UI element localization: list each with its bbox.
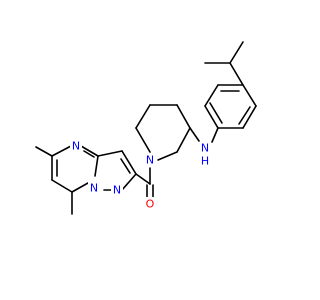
bond-c2p-c3p bbox=[135, 104, 151, 129]
bond-ar5-ar6-inner bbox=[238, 106, 251, 125]
bond-n4-c3a bbox=[80, 145, 99, 157]
bond-c6p-npip bbox=[157, 151, 178, 161]
bond-n4-c3a-inner bbox=[83, 150, 95, 158]
atom-n-bridgehead: N bbox=[90, 182, 98, 195]
atom-label-layer: N N N N O N H bbox=[70, 140, 211, 211]
atom-h-amine: H bbox=[201, 155, 209, 168]
atom-n-pyrimidine: N bbox=[72, 140, 80, 153]
bond-ar4-ar5 bbox=[242, 84, 257, 107]
bond-c3-c2-inner bbox=[120, 158, 131, 174]
bond-c2-n1 bbox=[121, 173, 137, 191]
bond-c2-carbonyl bbox=[135, 173, 151, 185]
atom-n-pyrazole: N bbox=[113, 184, 121, 197]
bond-namine-aryl bbox=[211, 127, 219, 143]
bond-ar1-ar2-inner bbox=[209, 102, 223, 124]
bond-ar5-ar6 bbox=[242, 105, 257, 129]
bond-ipr-me1 bbox=[229, 41, 244, 64]
atom-o-carbonyl: O bbox=[146, 198, 155, 211]
bond-c6-c7 bbox=[51, 179, 73, 193]
bond-n8-c3a bbox=[94, 155, 99, 177]
bond-ar4-ipr bbox=[229, 62, 244, 86]
bond-c7-n8 bbox=[71, 182, 89, 193]
atom-n-amine: N bbox=[201, 142, 209, 155]
bond-c4p-c5p bbox=[176, 104, 191, 129]
bond-c5-n4 bbox=[51, 145, 72, 157]
bond-npip-c2p bbox=[135, 127, 151, 153]
bond-c5p-c6p bbox=[176, 127, 191, 153]
bond-c5p-namine bbox=[189, 127, 200, 142]
bond-methyl-c5 bbox=[35, 146, 53, 157]
molecule-structure: N N N N O N H bbox=[35, 41, 257, 215]
bond-layer bbox=[35, 41, 257, 215]
atom-n-piperidine: N bbox=[146, 154, 154, 167]
bond-c3a-c3 bbox=[97, 150, 123, 157]
bond-ar2-ar3 bbox=[204, 84, 219, 107]
bond-ar1-ar2 bbox=[204, 105, 219, 129]
bond-c3-c2 bbox=[121, 150, 137, 175]
